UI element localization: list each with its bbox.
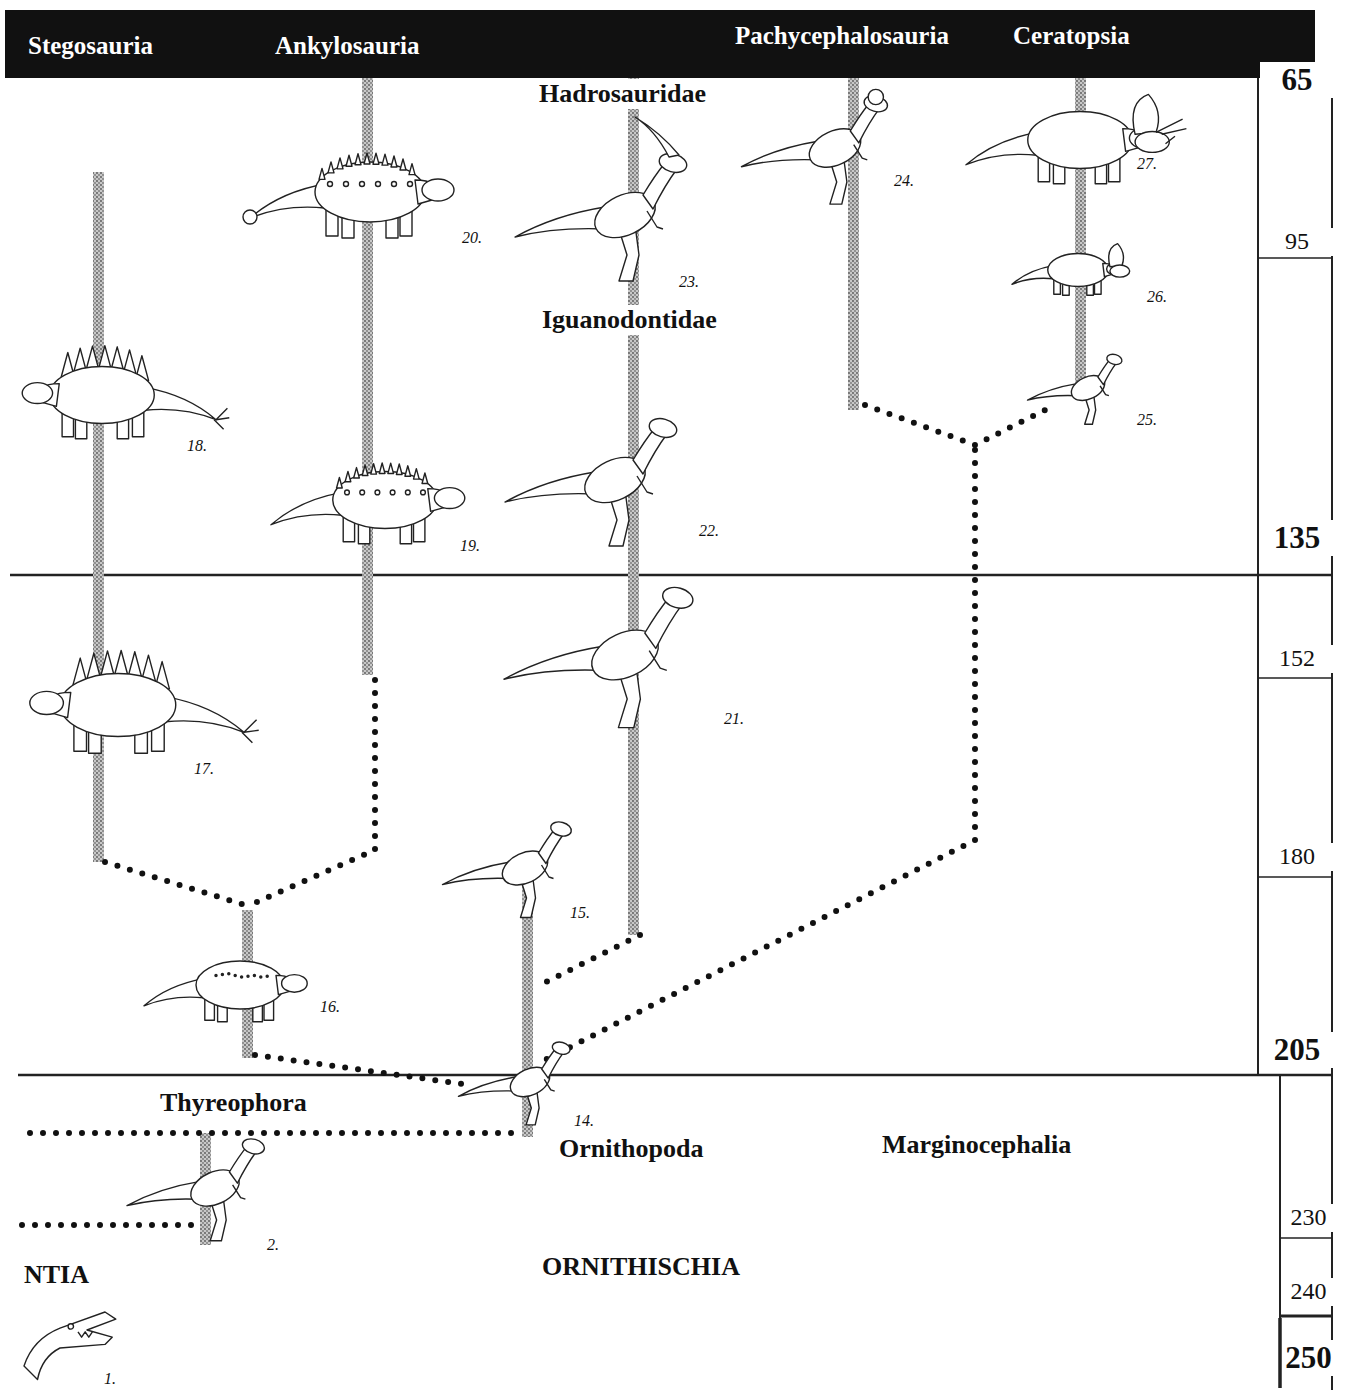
ghost-lineage	[250, 680, 375, 905]
time-scale-number: 135	[1260, 520, 1334, 556]
time-scale-line	[10, 574, 1332, 577]
dinosaur-figure	[1012, 244, 1130, 296]
time-scale-line	[1331, 62, 1333, 1390]
clade-name: Thyreophora	[158, 1088, 309, 1118]
clade-name: Ceratopsia	[1013, 22, 1130, 50]
callout-number: 21.	[722, 710, 746, 728]
dinosaur-figure	[504, 584, 695, 727]
ghost-lineage	[545, 450, 975, 1060]
dinosaur-figure	[243, 153, 454, 238]
dinosaur-figure	[127, 1137, 266, 1241]
dinosaur-figure	[22, 346, 229, 439]
lineage-bar	[93, 172, 104, 862]
time-scale-line	[1280, 1237, 1332, 1239]
clade-name: Iguanodontidae	[540, 305, 719, 335]
ghost-lineage	[30, 1130, 520, 1136]
dinosaur-figure	[144, 961, 307, 1022]
callout-number: 20.	[460, 229, 484, 247]
dinosaur-figure	[271, 463, 465, 544]
dinosaur-figure	[742, 89, 890, 204]
dinosaur-figure	[966, 94, 1186, 183]
dinosaur-figure	[515, 117, 689, 281]
time-scale-number: 250	[1283, 1340, 1334, 1376]
dinosaur-figure	[1028, 353, 1124, 425]
ghost-lineage	[865, 405, 1045, 445]
clade-name: NTIA	[22, 1260, 91, 1290]
ghost-lineage	[22, 1222, 195, 1228]
time-scale-number: 180	[1260, 843, 1334, 871]
clade-name: Ornithopoda	[557, 1134, 706, 1164]
time-scale-number: 65	[1260, 62, 1334, 98]
callout-number: 14.	[572, 1112, 596, 1130]
callout-number: 26.	[1145, 288, 1169, 306]
clade-name: ORNITHISCHIA	[540, 1252, 742, 1282]
dinosaur-figure	[505, 416, 679, 546]
ghost-lineage	[105, 862, 245, 905]
callout-number: 17.	[192, 760, 216, 778]
time-scale-number: 95	[1260, 228, 1334, 256]
callout-number: 1.	[102, 1370, 118, 1388]
callout-number: 24.	[892, 172, 916, 190]
callout-number: 2.	[265, 1236, 281, 1254]
time-scale-number: 205	[1260, 1032, 1334, 1068]
time-scale-line	[1257, 62, 1259, 1075]
callout-number: 16.	[318, 998, 342, 1016]
time-scale-line	[1258, 876, 1332, 878]
time-scale-number: 240	[1283, 1278, 1334, 1306]
time-scale-line	[1279, 1075, 1281, 1318]
dinosaur-figure	[24, 1312, 116, 1380]
dinosaur-figure	[443, 820, 573, 918]
callout-number: 22.	[697, 522, 721, 540]
clade-name: Pachycephalosauria	[735, 22, 949, 50]
callout-number: 27.	[1135, 155, 1159, 173]
dinosaur-figure	[459, 1040, 572, 1125]
time-scale-line	[1280, 1315, 1332, 1318]
ghost-lineage	[255, 1055, 470, 1085]
clade-name: Ankylosauria	[275, 32, 419, 60]
clade-name: Hadrosauridae	[537, 79, 708, 109]
dinosaur-figure	[30, 650, 259, 753]
time-scale-line	[1258, 677, 1332, 679]
callout-number: 18.	[185, 437, 209, 455]
time-scale-number: 152	[1260, 645, 1334, 673]
callout-number: 15.	[568, 904, 592, 922]
clade-name: Marginocephalia	[880, 1130, 1073, 1160]
callout-number: 23.	[677, 273, 701, 291]
ghost-lineage	[540, 935, 640, 985]
callout-number: 25.	[1135, 411, 1159, 429]
clade-name: Stegosauria	[28, 32, 153, 60]
callout-number: 19.	[458, 537, 482, 555]
clade-header-band: Stegosauria Ankylosauria Pachycephalosauri…	[5, 10, 1315, 78]
time-scale-line	[1278, 1318, 1282, 1388]
time-scale-line	[1258, 257, 1332, 259]
time-scale-line	[18, 1074, 1332, 1077]
time-scale-number: 230	[1283, 1204, 1334, 1232]
